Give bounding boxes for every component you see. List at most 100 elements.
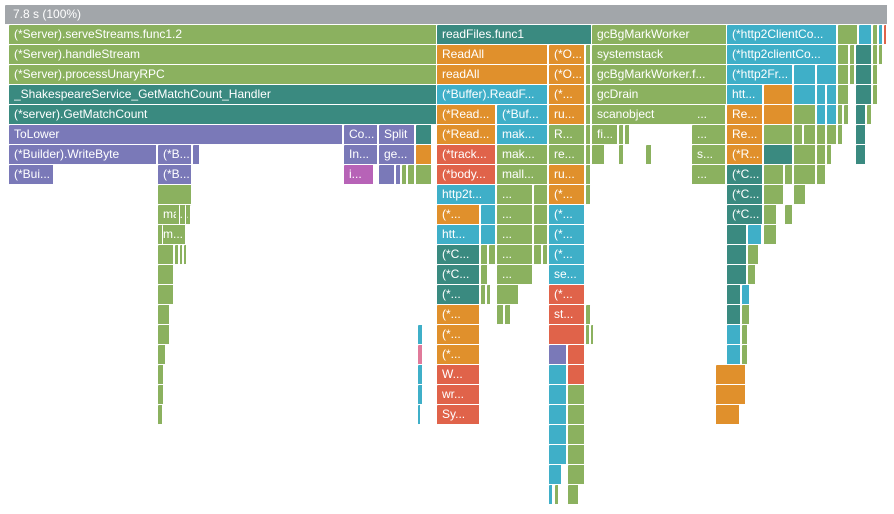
flame-frame-st[interactable]: st...	[549, 305, 585, 325]
flame-frame-r[interactable]: (*R...	[727, 145, 763, 165]
flame-frame-222[interactable]	[568, 485, 579, 505]
flame-frame-203[interactable]	[418, 385, 423, 405]
flame-frame-179[interactable]	[727, 305, 741, 325]
flame-frame-56[interactable]	[827, 105, 837, 125]
flame-frame-90[interactable]	[586, 145, 591, 165]
flame-frame-19[interactable]	[879, 45, 883, 65]
flame-frame-98[interactable]	[827, 145, 832, 165]
flame-frame-99[interactable]	[856, 145, 866, 165]
flame-frame-210[interactable]	[549, 405, 567, 425]
flame-frame-http2clientco[interactable]: (*http2clientCo...	[727, 45, 837, 65]
flame-frame-server-getmatchcount[interactable]: (*server).GetMatchCount	[9, 105, 437, 125]
flame-frame-4[interactable]	[838, 25, 858, 45]
flame-frame-72[interactable]: ...	[692, 125, 726, 145]
flame-frame-201[interactable]	[716, 365, 746, 385]
flame-frame-buffer-readf[interactable]: (*Buffer).ReadF...	[437, 85, 548, 105]
flame-frame-188[interactable]	[742, 325, 748, 345]
flame-frame-split[interactable]: Split	[379, 125, 415, 145]
flame-frame-182[interactable]	[418, 325, 423, 345]
flame-frame-213[interactable]	[716, 405, 740, 425]
flame-frame-ru[interactable]: ru...	[549, 105, 585, 125]
flame-frame-75[interactable]	[794, 125, 803, 145]
flame-frame-192[interactable]	[568, 345, 585, 365]
flame-frame-60[interactable]	[867, 105, 872, 125]
flame-frame-152[interactable]	[158, 245, 174, 265]
flame-frame-c[interactable]: (*C...	[727, 205, 763, 225]
flame-frame-12[interactable]	[586, 45, 591, 65]
flame-frame-197[interactable]	[418, 365, 423, 385]
flame-frame-gcbgmarkworker[interactable]: gcBgMarkWorker	[592, 25, 727, 45]
flame-frame-58[interactable]	[844, 105, 849, 125]
flame-frame-165[interactable]: (*...	[437, 285, 480, 305]
flame-frame-o[interactable]: (*O...	[549, 65, 585, 85]
flame-frame-builder-writebyte[interactable]: (*Builder).WriteByte	[9, 145, 157, 165]
flame-frame-6[interactable]	[873, 25, 878, 45]
flame-frame-138[interactable]: ...	[497, 225, 533, 245]
flame-frame-s[interactable]: s...	[692, 145, 726, 165]
flame-frame-27[interactable]	[817, 65, 837, 85]
flame-frame-120[interactable]	[534, 185, 548, 205]
flame-frame-co[interactable]: Co...	[344, 125, 378, 145]
flame-frame-198[interactable]	[549, 365, 567, 385]
flame-frame-227[interactable]	[646, 145, 652, 165]
flame-frame-23[interactable]	[586, 65, 591, 85]
flame-frame-ge[interactable]: ge...	[379, 145, 415, 165]
flame-frame-59[interactable]	[856, 105, 866, 125]
flame-frame-51[interactable]: ...	[692, 105, 726, 125]
flame-frame-173[interactable]: (*...	[437, 305, 480, 325]
flame-frame-in[interactable]: In...	[344, 145, 378, 165]
flame-frame-183[interactable]	[549, 325, 585, 345]
flame-frame-read[interactable]: (*Read...	[437, 105, 496, 125]
flame-frame-150[interactable]	[543, 245, 548, 265]
flame-frame-26[interactable]	[794, 65, 816, 85]
flame-frame-200[interactable]	[158, 365, 164, 385]
flame-frame-http2clientco[interactable]: (*http2ClientCo...	[727, 25, 837, 45]
flame-root-total-bar[interactable]: 7.8 s (100%)	[5, 5, 888, 25]
flame-frame-39[interactable]	[794, 85, 816, 105]
flame-frame-175[interactable]	[505, 305, 511, 325]
flame-frame-172[interactable]	[742, 285, 750, 305]
flame-frame-shakespeareservice-getmatchcount-handler[interactable]: _ShakespeareService_GetMatchCount_Handle…	[9, 85, 437, 105]
flame-frame-204[interactable]	[549, 385, 567, 405]
flame-frame-76[interactable]	[804, 125, 816, 145]
flame-frame-220[interactable]	[549, 485, 553, 505]
flame-frame-80[interactable]	[856, 125, 866, 145]
flame-frame-178[interactable]	[158, 305, 170, 325]
flame-frame-64[interactable]	[416, 125, 432, 145]
flame-frame-49[interactable]	[586, 105, 591, 125]
flame-frame-ma[interactable]: ma...	[158, 205, 192, 225]
flame-frame-218[interactable]	[549, 465, 562, 485]
flame-frame-149[interactable]	[534, 245, 542, 265]
flame-frame-c[interactable]: (*C...	[437, 265, 480, 285]
flame-frame-91[interactable]	[592, 145, 605, 165]
flame-frame-bui[interactable]: (*Bui...	[9, 165, 54, 185]
flame-frame-221[interactable]	[555, 485, 559, 505]
flame-frame-105[interactable]	[402, 165, 407, 185]
flame-frame-77[interactable]	[817, 125, 826, 145]
flame-frame-119[interactable]: ...	[497, 185, 533, 205]
flame-frame-219[interactable]	[568, 465, 585, 485]
flame-frame-154[interactable]	[180, 245, 183, 265]
flame-frame-144[interactable]	[764, 225, 777, 245]
flame-frame-8[interactable]	[884, 25, 887, 45]
flame-frame-server-servestreams-func1-2[interactable]: (*Server).serveStreams.func1.2	[9, 25, 437, 45]
flame-frame-162[interactable]	[158, 265, 174, 285]
flame-frame-209[interactable]	[418, 405, 421, 425]
flame-frame-126[interactable]	[794, 185, 806, 205]
flame-frame-htt[interactable]: htt...	[727, 85, 763, 105]
flame-frame-155[interactable]	[184, 245, 187, 265]
flame-frame-224[interactable]	[176, 205, 180, 225]
flame-frame-125[interactable]	[764, 185, 784, 205]
flame-frame-7[interactable]	[879, 25, 883, 45]
flame-frame-40[interactable]	[817, 85, 826, 105]
flame-frame-129[interactable]: ...	[497, 205, 533, 225]
flame-frame-44[interactable]	[873, 85, 878, 105]
flame-frame-86[interactable]	[416, 145, 432, 165]
flame-frame-readfiles-func1[interactable]: readFiles.func1	[437, 25, 592, 45]
flame-frame-195[interactable]	[742, 345, 748, 365]
flame-frame-re[interactable]: Re...	[727, 125, 763, 145]
flame-frame-104[interactable]	[396, 165, 401, 185]
flame-frame-185[interactable]	[591, 325, 594, 345]
flame-frame-re[interactable]: Re...	[727, 105, 763, 125]
flame-frame-168[interactable]	[497, 285, 519, 305]
